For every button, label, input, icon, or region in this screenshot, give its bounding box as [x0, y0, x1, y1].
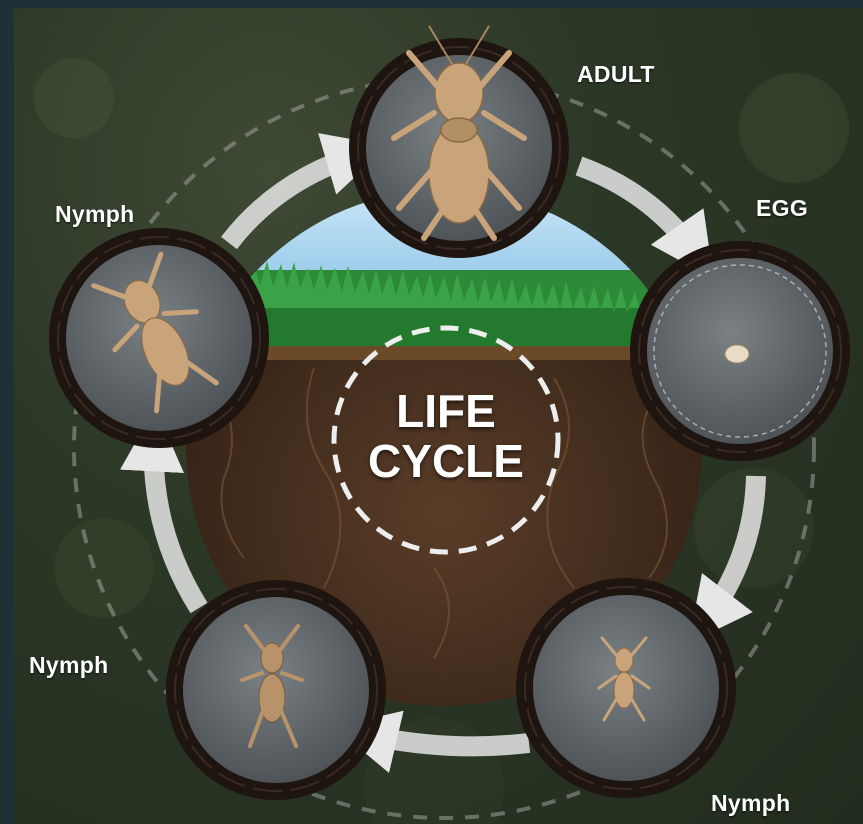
center-title-line1: LIFE — [346, 386, 546, 436]
stage-nymph-early-disc — [516, 578, 736, 798]
center-title-line2: CYCLE — [346, 436, 546, 486]
life-cycle-diagram: LIFE CYCLE ADULT EGG Nymph Nymph Nymph — [14, 8, 863, 824]
egg-icon — [725, 345, 749, 363]
stage-nymph-mid-disc — [166, 580, 386, 800]
label-nymph-bottom-right: Nymph — [711, 790, 790, 817]
label-adult: ADULT — [577, 61, 655, 88]
label-egg: EGG — [756, 195, 808, 222]
label-nymph-left: Nymph — [55, 201, 134, 228]
center-title: LIFE CYCLE — [346, 386, 546, 486]
stage-adult-disc — [349, 26, 569, 258]
stage-nymph-late-disc — [49, 228, 269, 448]
stage-egg-disc — [630, 241, 850, 461]
label-nymph-bottom-left: Nymph — [29, 652, 108, 679]
